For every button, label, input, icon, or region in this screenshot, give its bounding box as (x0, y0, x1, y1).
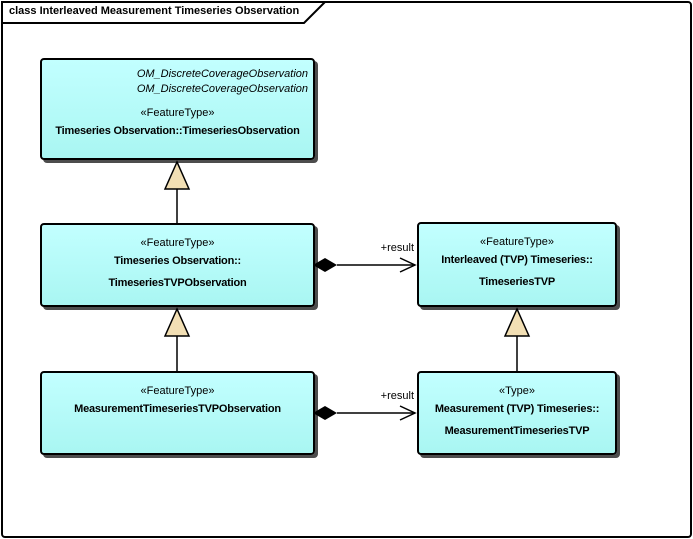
parent-class-label: OM_DiscreteCoverageObservation (136, 68, 308, 80)
parent-class-label: OM_DiscreteCoverageObservation (136, 83, 308, 95)
class-box-timeseries-tvp[interactable]: «FeatureType» Interleaved (TVP) Timeseri… (417, 222, 617, 307)
diagram-frame-title: class Interleaved Measurement Timeseries… (9, 5, 300, 17)
class-name: TimeseriesTVPObservation (108, 277, 247, 289)
open-arrowhead (399, 405, 417, 421)
class-name: Timeseries Observation:: (113, 255, 242, 267)
generalization-arrow (503, 307, 531, 337)
generalization-arrow (163, 307, 191, 337)
class-box-timeseries-observation[interactable]: OM_DiscreteCoverageObservation OM_Discre… (40, 58, 315, 160)
generalization-connector[interactable] (163, 160, 191, 223)
composition-connector[interactable] (313, 257, 417, 273)
class-name: Interleaved (TVP) Timeseries:: (441, 254, 593, 266)
class-name: Measurement (TVP) Timeseries:: (434, 403, 600, 415)
stereotype-label: «FeatureType» (140, 385, 215, 397)
composition-diamond (313, 406, 337, 420)
stereotype-label: «Type» (498, 385, 536, 397)
association-role-label-result: +result (380, 242, 414, 254)
composition-diamond (313, 258, 337, 272)
class-name: MeasurementTimeseriesTVPObservation (74, 403, 281, 415)
class-name: Timeseries Observation::TimeseriesObserv… (55, 125, 300, 137)
stereotype-label: «FeatureType» (480, 236, 554, 248)
open-arrowhead (399, 257, 417, 273)
class-box-timeseries-tvp-observation[interactable]: «FeatureType» Timeseries Observation:: T… (40, 223, 315, 307)
stereotype-label: «FeatureType» (140, 107, 215, 119)
class-box-measurement-timeseries-tvp-observation[interactable]: «FeatureType» MeasurementTimeseriesTVPOb… (40, 371, 315, 455)
composition-connector[interactable] (313, 405, 417, 421)
generalization-arrow (163, 160, 191, 190)
stereotype-label: «FeatureType» (140, 237, 215, 249)
class-box-measurement-timeseries-tvp[interactable]: «Type» Measurement (TVP) Timeseries:: Me… (417, 371, 617, 455)
class-name: TimeseriesTVP (478, 276, 556, 288)
generalization-connector[interactable] (163, 307, 191, 371)
generalization-connector[interactable] (503, 307, 531, 371)
association-role-label-result: +result (380, 390, 414, 402)
class-name: MeasurementTimeseriesTVP (444, 425, 590, 437)
